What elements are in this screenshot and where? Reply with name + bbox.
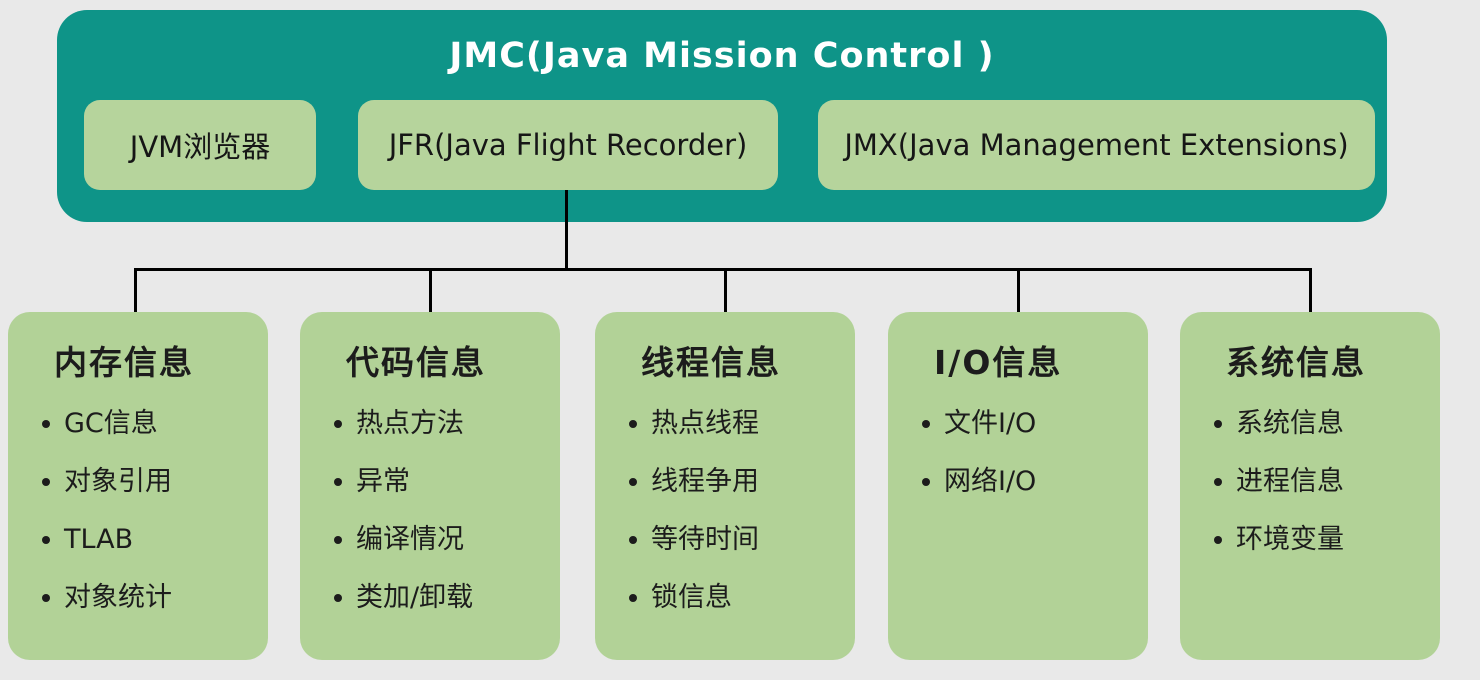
list-item: TLAB <box>42 526 250 553</box>
list-item-label: 线程争用 <box>651 466 759 497</box>
bullet-icon <box>334 477 342 486</box>
list-item: 线程争用 <box>629 468 837 495</box>
list-item: 类加/卸载 <box>334 584 542 611</box>
group-thread-info: 线程信息 热点线程 线程争用 等待时间 锁信息 <box>595 312 855 660</box>
bullet-icon <box>42 419 50 428</box>
group-system-info: 系统信息 系统信息 进程信息 环境变量 <box>1180 312 1440 660</box>
bullet-icon <box>334 419 342 428</box>
list-item: 等待时间 <box>629 526 837 553</box>
connector-stem <box>565 190 568 270</box>
bullet-icon <box>42 535 50 544</box>
group-code-info: 代码信息 热点方法 异常 编译情况 类加/卸载 <box>300 312 560 660</box>
node-jmx: JMX(Java Management Extensions) <box>818 100 1375 190</box>
list-item-label: 网络I/O <box>944 466 1037 497</box>
bullet-icon <box>922 419 930 428</box>
list-item: 热点方法 <box>334 410 542 437</box>
node-jvm-browser: JVM浏览器 <box>84 100 316 190</box>
bullet-icon <box>1214 477 1222 486</box>
list-item-label: 编译情况 <box>356 524 464 555</box>
list-item: GC信息 <box>42 410 250 437</box>
group-memory-list: GC信息 对象引用 TLAB 对象统计 <box>42 410 250 611</box>
bullet-icon <box>42 593 50 602</box>
bullet-icon <box>629 593 637 602</box>
group-io-info: I/O信息 文件I/O 网络I/O <box>888 312 1148 660</box>
list-item: 对象引用 <box>42 468 250 495</box>
list-item-label: 环境变量 <box>1236 524 1344 555</box>
bullet-icon <box>629 419 637 428</box>
list-item-label: 对象引用 <box>64 466 172 497</box>
list-item-label: 异常 <box>356 466 410 497</box>
list-item: 进程信息 <box>1214 468 1422 495</box>
bullet-icon <box>334 535 342 544</box>
list-item-label: 类加/卸载 <box>356 582 474 613</box>
bullet-icon <box>1214 535 1222 544</box>
group-io-list: 文件I/O 网络I/O <box>922 410 1130 495</box>
list-item: 网络I/O <box>922 468 1130 495</box>
group-code-list: 热点方法 异常 编译情况 类加/卸载 <box>334 410 542 611</box>
connector-drop-5 <box>1309 268 1312 314</box>
list-item: 编译情况 <box>334 526 542 553</box>
group-memory-info: 内存信息 GC信息 对象引用 TLAB 对象统计 <box>8 312 268 660</box>
group-memory-title: 内存信息 <box>54 343 194 382</box>
list-item-label: GC信息 <box>64 408 158 439</box>
group-thread-list: 热点线程 线程争用 等待时间 锁信息 <box>629 410 837 611</box>
node-jfr: JFR(Java Flight Recorder) <box>358 100 778 190</box>
node-jfr-label: JFR(Java Flight Recorder) <box>388 128 748 162</box>
bullet-icon <box>42 477 50 486</box>
connector-drop-1 <box>134 268 137 314</box>
connector-crossbar <box>135 268 1312 271</box>
diagram-title: JMC(Java Mission Control ) <box>449 36 995 76</box>
group-thread-title: 线程信息 <box>641 343 781 382</box>
connector-drop-2 <box>429 268 432 314</box>
bullet-icon <box>1214 419 1222 428</box>
list-item: 对象统计 <box>42 584 250 611</box>
jmc-header-box: JMC(Java Mission Control ) JVM浏览器 JFR(Ja… <box>57 10 1387 222</box>
list-item-label: TLAB <box>64 524 134 555</box>
list-item: 异常 <box>334 468 542 495</box>
bullet-icon <box>629 477 637 486</box>
list-item-label: 热点线程 <box>651 408 759 439</box>
node-jmx-label: JMX(Java Management Extensions) <box>844 128 1349 162</box>
list-item: 环境变量 <box>1214 526 1422 553</box>
list-item-label: 系统信息 <box>1236 408 1344 439</box>
bullet-icon <box>922 477 930 486</box>
list-item: 热点线程 <box>629 410 837 437</box>
list-item-label: 文件I/O <box>944 408 1037 439</box>
list-item-label: 进程信息 <box>1236 466 1344 497</box>
list-item: 系统信息 <box>1214 410 1422 437</box>
group-io-title: I/O信息 <box>934 343 1063 382</box>
group-code-title: 代码信息 <box>346 343 486 382</box>
list-item-label: 等待时间 <box>651 524 759 555</box>
list-item-label: 对象统计 <box>64 582 172 613</box>
list-item: 锁信息 <box>629 584 837 611</box>
connector-drop-3 <box>724 268 727 314</box>
list-item-label: 热点方法 <box>356 408 464 439</box>
list-item: 文件I/O <box>922 410 1130 437</box>
connector-drop-4 <box>1017 268 1020 314</box>
bullet-icon <box>334 593 342 602</box>
node-jvm-browser-label: JVM浏览器 <box>129 130 271 164</box>
list-item-label: 锁信息 <box>651 582 732 613</box>
group-system-list: 系统信息 进程信息 环境变量 <box>1214 410 1422 553</box>
group-system-title: 系统信息 <box>1226 343 1366 382</box>
bullet-icon <box>629 535 637 544</box>
